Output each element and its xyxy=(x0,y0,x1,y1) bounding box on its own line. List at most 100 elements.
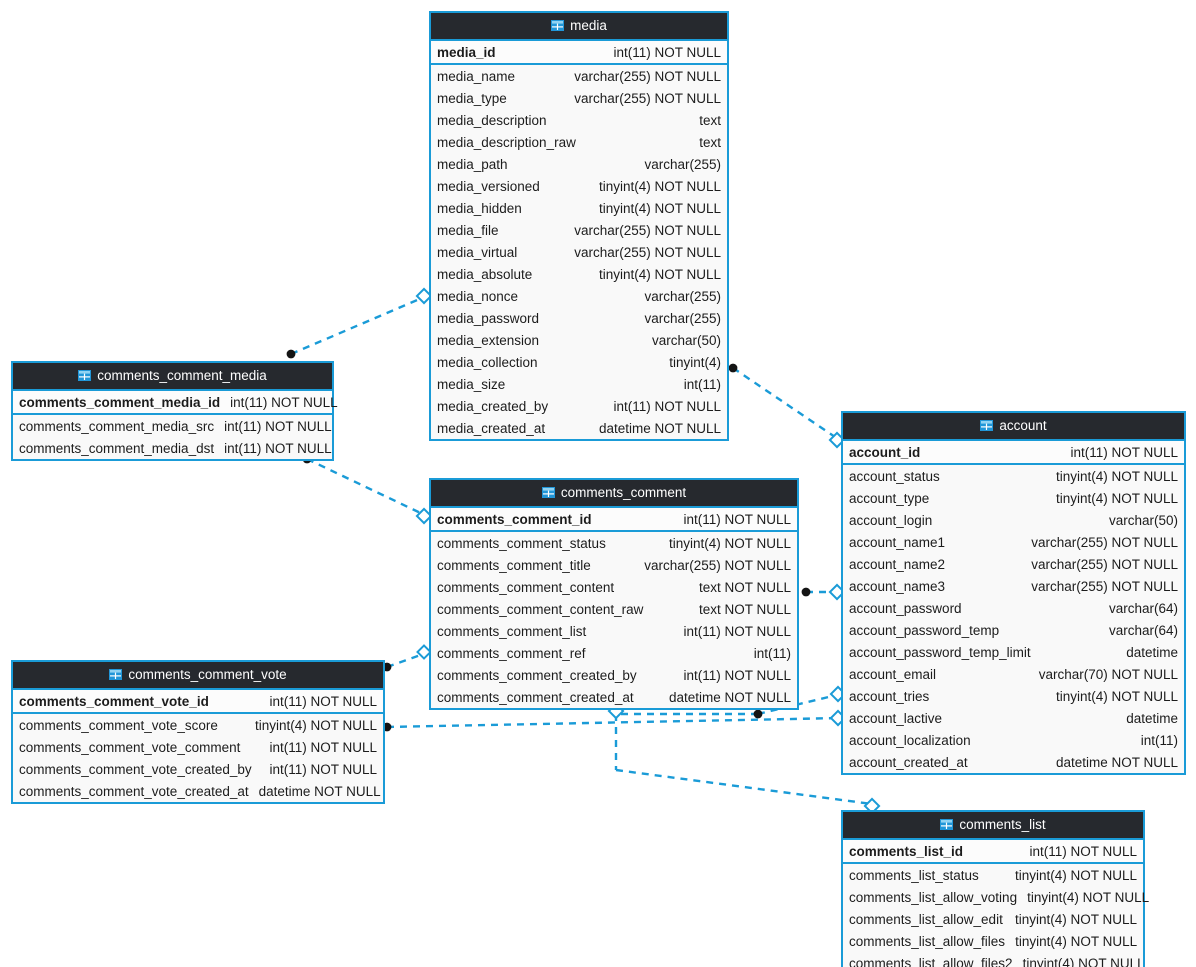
entity-header-comments_list[interactable]: comments_list xyxy=(843,812,1143,838)
relationship-comments_comment_media-comments_comment[interactable] xyxy=(302,454,433,525)
column-type: varchar(255) xyxy=(644,157,721,172)
relationship-comments_comment_vote-account[interactable] xyxy=(382,709,847,732)
column-name: comments_comment_media_src xyxy=(19,419,215,434)
table-icon xyxy=(980,420,994,431)
column-type: int(11) NOT NULL xyxy=(683,668,791,683)
table-icon xyxy=(551,20,565,31)
entity-header-comments_comment[interactable]: comments_comment xyxy=(431,480,797,506)
column-name: account_type xyxy=(849,491,930,506)
entity-header-account[interactable]: account xyxy=(843,413,1184,439)
column-type: varchar(255) NOT NULL xyxy=(1031,579,1178,594)
entity-header-comments_comment_vote[interactable]: comments_comment_vote xyxy=(13,662,383,688)
column-name: media_file xyxy=(437,223,499,238)
column-type: int(11) xyxy=(683,377,721,392)
column-name: comments_comment_content xyxy=(437,580,615,595)
table-icon xyxy=(78,370,92,381)
column-type: varchar(255) xyxy=(644,311,721,326)
relationship-comments_comment-account-created-by[interactable] xyxy=(801,583,846,601)
relationship-comments_comment_media-media[interactable] xyxy=(286,287,433,359)
column-name: media_created_by xyxy=(437,399,549,414)
column-name: account_id xyxy=(849,445,921,460)
column-type: int(11) NOT NULL xyxy=(683,512,791,527)
column-name: account_tries xyxy=(849,689,930,704)
column-row[interactable]: media_password varchar(255) xyxy=(431,307,727,329)
relationship-comments_comment_vote-comments_comment[interactable] xyxy=(382,644,432,672)
relationship-comments_comment-comments_list[interactable] xyxy=(607,702,881,815)
table-icon xyxy=(940,819,954,830)
column-type: tinyint(4) NOT NULL xyxy=(668,536,791,551)
relationship-media-account[interactable] xyxy=(728,363,846,449)
column-name: comments_list_allow_files xyxy=(849,934,1006,949)
table-icon xyxy=(109,669,123,680)
column-type: varchar(255) NOT NULL xyxy=(574,245,721,260)
column-name: media_password xyxy=(437,311,540,326)
column-name: comments_comment_vote_created_by xyxy=(19,762,252,777)
entity-header-comments_comment_media[interactable]: comments_comment_media xyxy=(13,363,332,389)
column-name: media_description_raw xyxy=(437,135,576,150)
entity-header-media[interactable]: media xyxy=(431,13,727,39)
